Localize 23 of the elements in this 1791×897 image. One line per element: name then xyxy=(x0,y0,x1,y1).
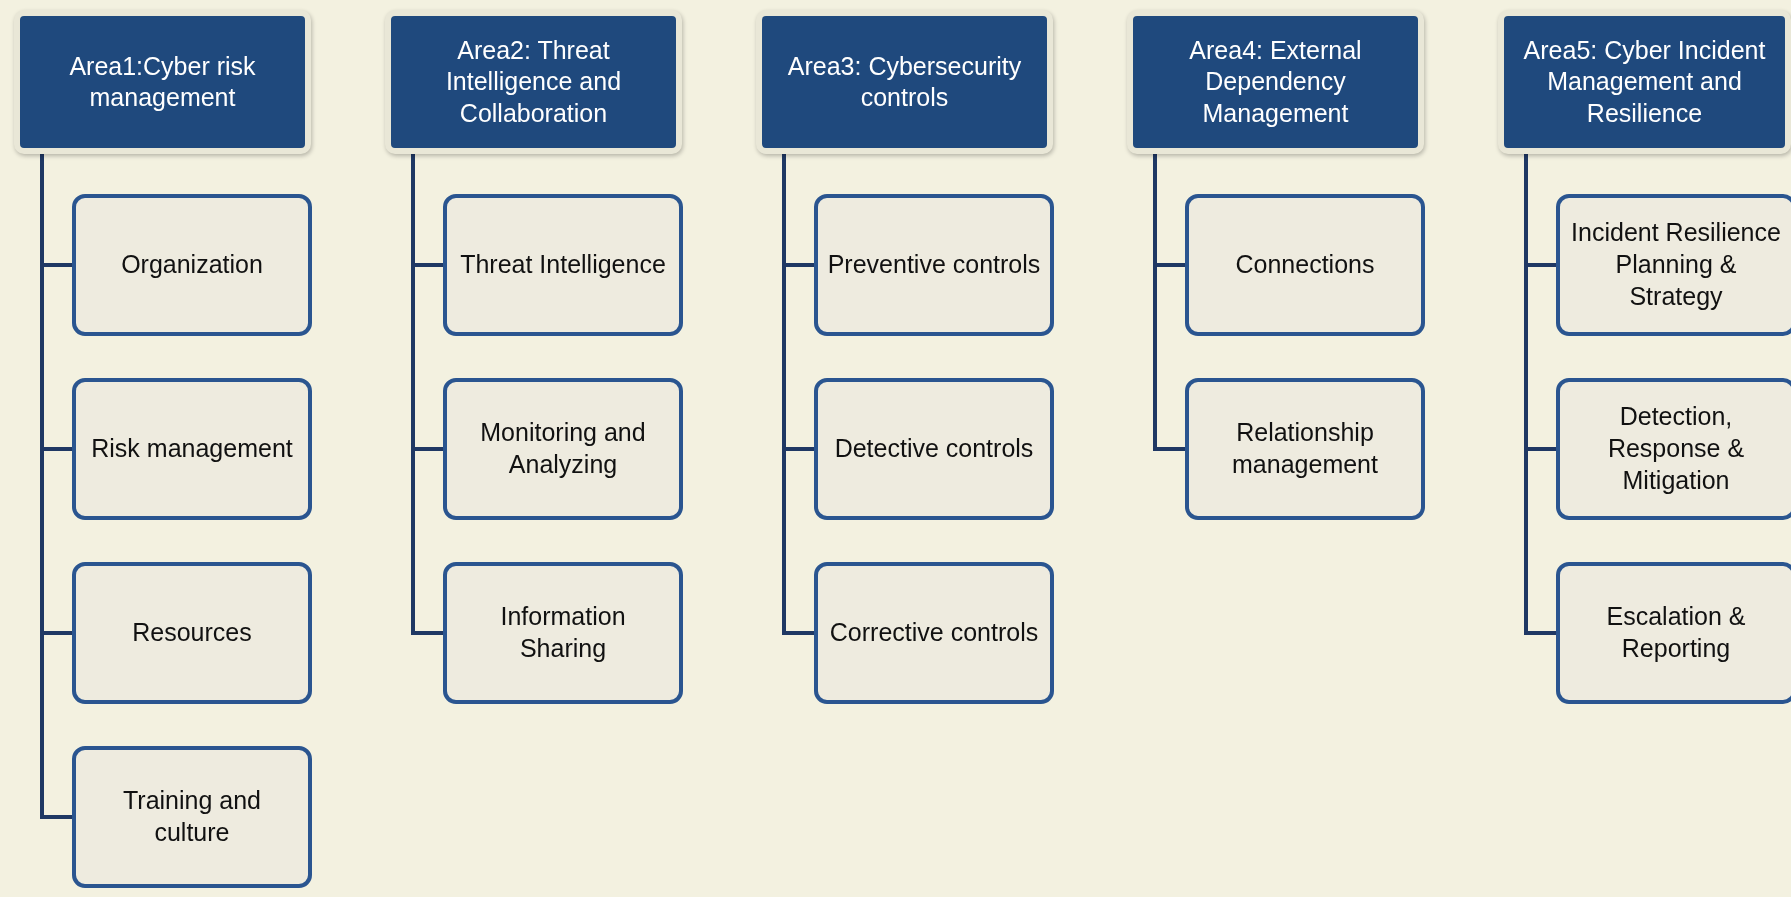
area-header-box: Area3: Cybersecurity controls xyxy=(756,10,1053,154)
sub-area-box: Organization xyxy=(72,194,312,336)
sub-area-box: Information Sharing xyxy=(443,562,683,704)
connector-line xyxy=(1524,154,1556,635)
area-header-box: Area5: Cyber Incident Management and Resilience xyxy=(1498,10,1791,154)
sub-area-box: Detection, Response & Mitigation xyxy=(1556,378,1791,520)
sub-area-box: Detective controls xyxy=(814,378,1054,520)
sub-area-box: Relationship management xyxy=(1185,378,1425,520)
sub-area-box: Risk management xyxy=(72,378,312,520)
area-header-box: Area2: Threat Intelligence and Collaboration xyxy=(385,10,682,154)
connector-line xyxy=(782,154,814,635)
area-header-box: Area4: External Dependency Management xyxy=(1127,10,1424,154)
sub-area-box: Resources xyxy=(72,562,312,704)
connector-line xyxy=(411,154,443,635)
area-header-box: Area1:Cyber risk management xyxy=(14,10,311,154)
sub-area-box: Incident Resilience Planning & Strategy xyxy=(1556,194,1791,336)
sub-area-box: Corrective controls xyxy=(814,562,1054,704)
sub-area-box: Threat Intelligence xyxy=(443,194,683,336)
sub-area-box: Monitoring and Analyzing xyxy=(443,378,683,520)
sub-area-box: Preventive controls xyxy=(814,194,1054,336)
sub-area-box: Connections xyxy=(1185,194,1425,336)
sub-area-box: Training and culture xyxy=(72,746,312,888)
sub-area-box: Escalation & Reporting xyxy=(1556,562,1791,704)
